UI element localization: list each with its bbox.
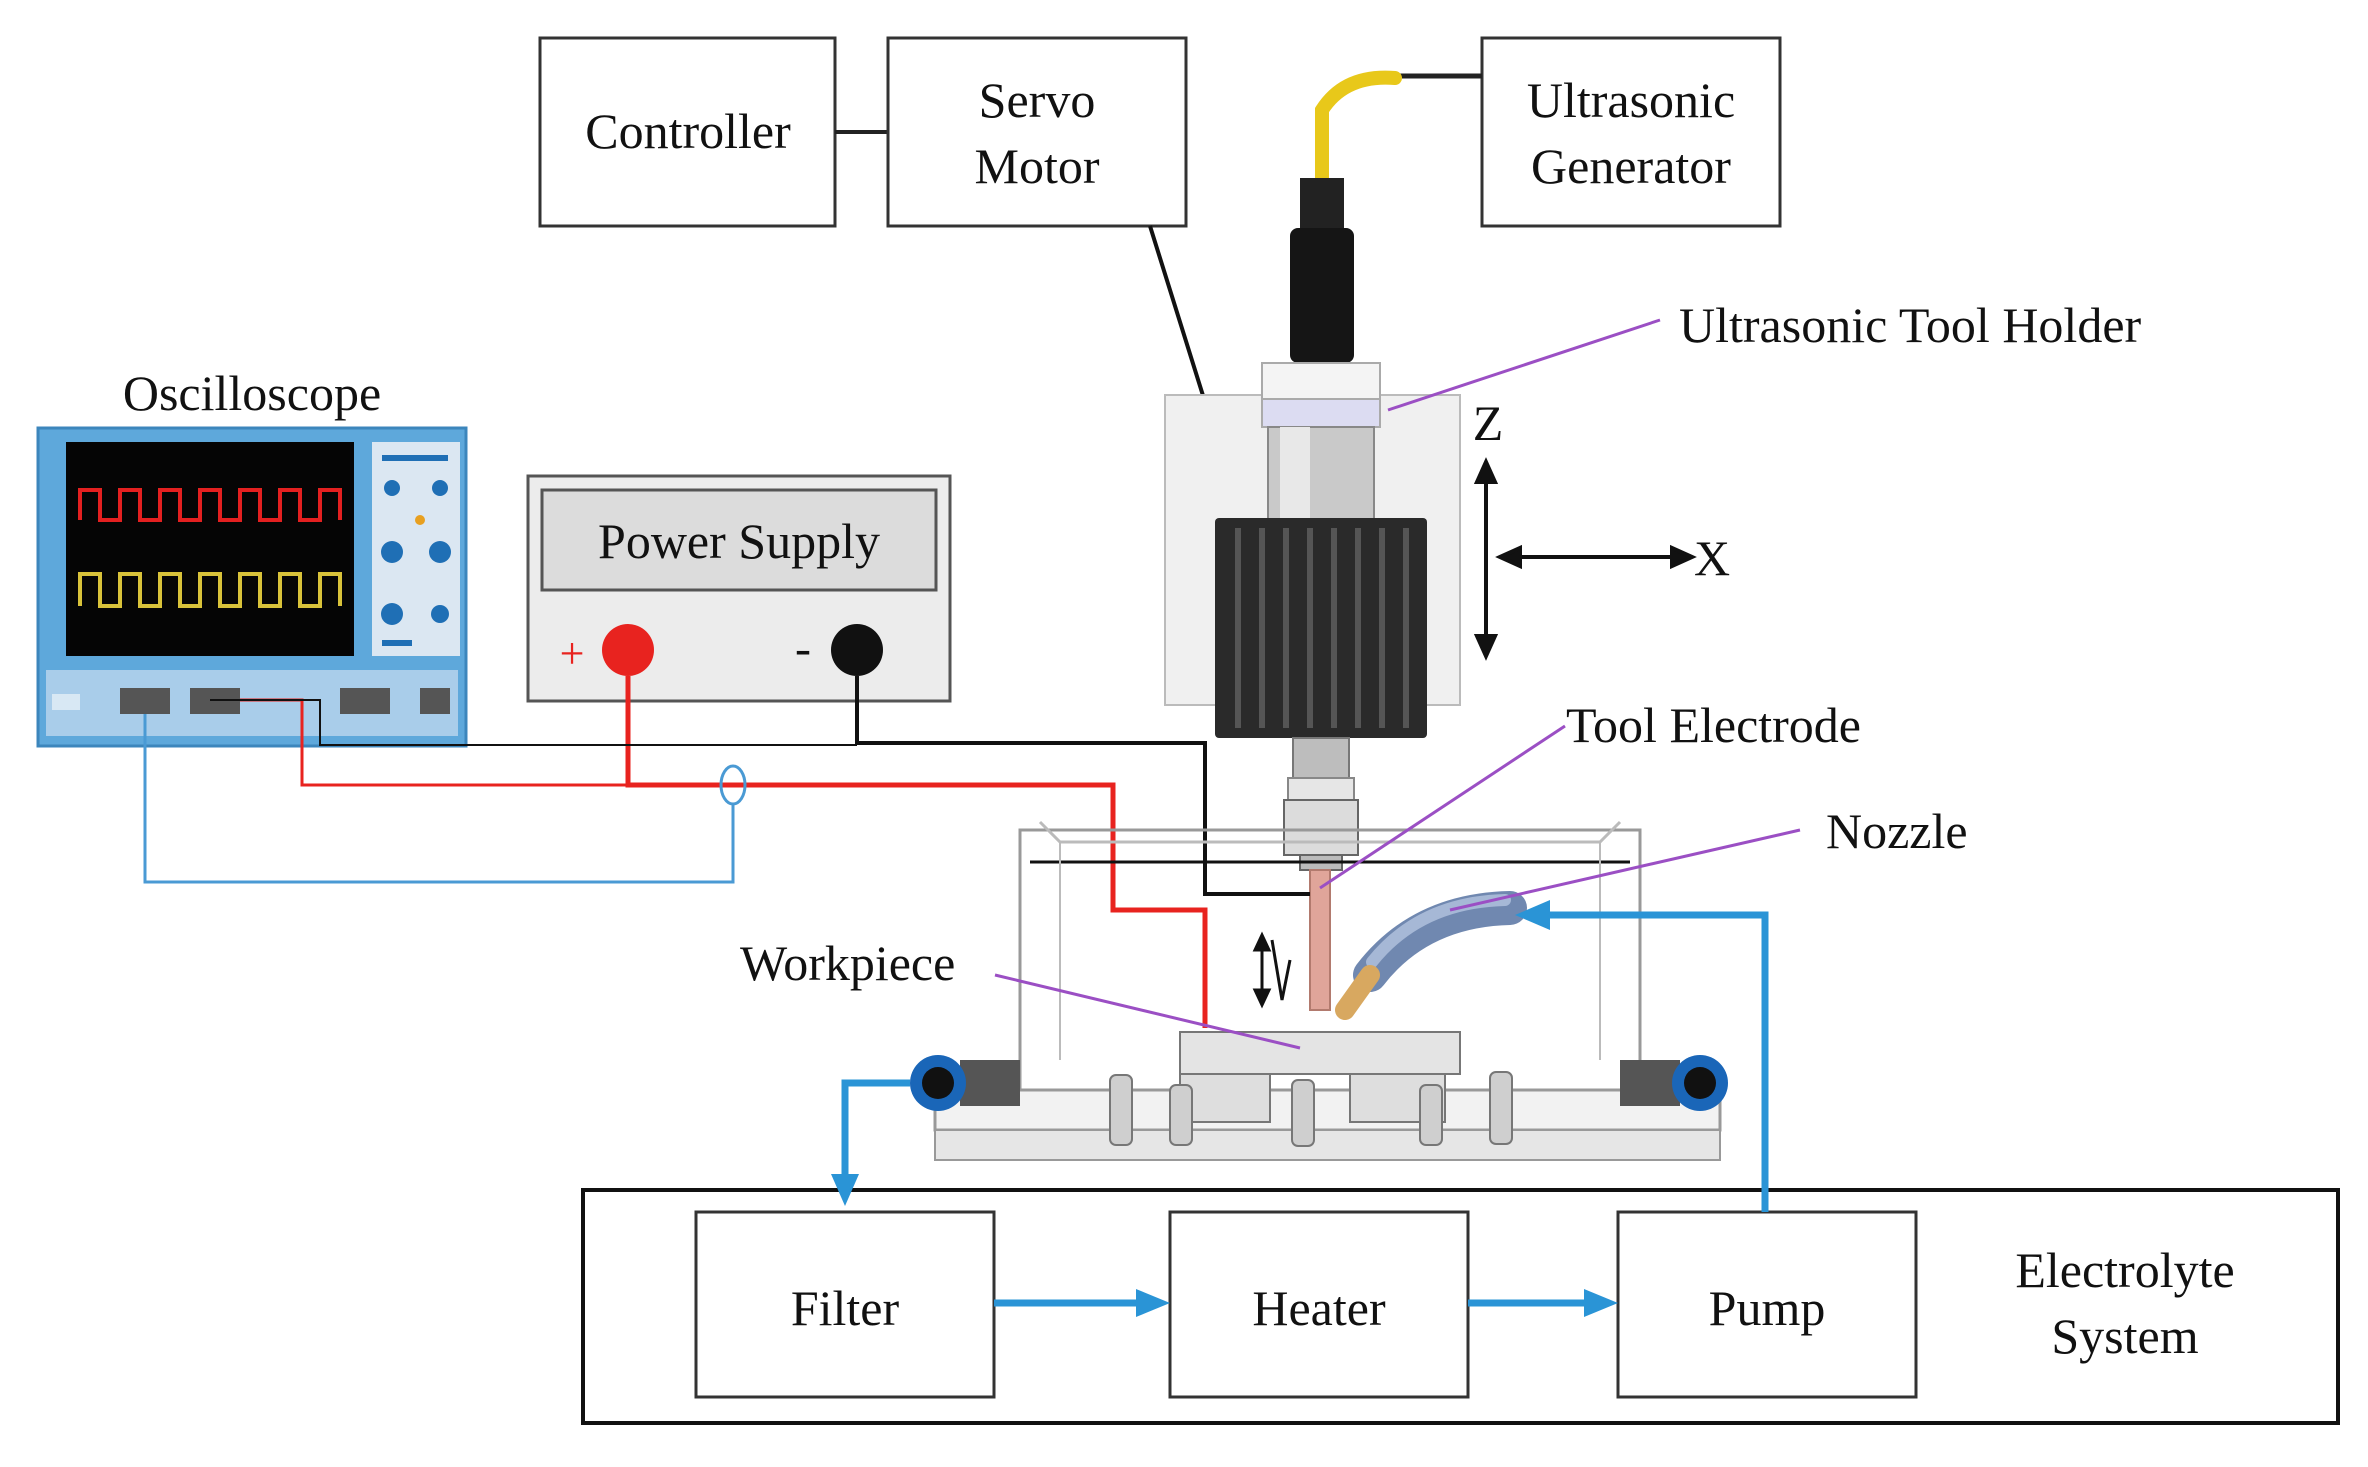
- ultrasonic-generator-label-line1: Ultrasonic: [1527, 72, 1735, 128]
- scope-probe-black: [210, 699, 857, 746]
- electrolyte-system-label-line1: Electrolyte: [2015, 1242, 2234, 1298]
- filter-box: Filter: [694, 1210, 996, 1399]
- heater-label: Heater: [1252, 1280, 1386, 1336]
- axis-x-label: X: [1694, 530, 1730, 586]
- servo-motor-box: Servo Motor: [886, 36, 1188, 228]
- controller-label: Controller: [585, 103, 791, 159]
- ultrasonic-tool-holder-label: Ultrasonic Tool Holder: [1679, 297, 2142, 353]
- ultrasonic-generator-box: Ultrasonic Generator: [1480, 36, 1782, 228]
- positive-terminal: [602, 624, 654, 676]
- scope-trace-yellow: [78, 572, 342, 608]
- current-probe-wire: [143, 714, 735, 884]
- workpiece-label: Workpiece: [740, 935, 955, 991]
- electrolyte-system-box: [581, 1188, 2340, 1425]
- tool-electrode-icon: [1309, 869, 1331, 1011]
- generator-cable-yellow: [1315, 70, 1402, 185]
- controller-box: Controller: [538, 36, 837, 228]
- work-tank-icon: [933, 820, 1722, 1161]
- nozzle-label: Nozzle: [1826, 803, 1968, 859]
- oscilloscope-label: Oscilloscope: [123, 365, 381, 421]
- electrolyte-flow-arrows: [831, 900, 1769, 1317]
- servo-motor-label-line2: Motor: [975, 138, 1100, 194]
- power-supply-label: Power Supply: [598, 513, 880, 569]
- nozzle-icon: [1335, 891, 1527, 1020]
- vibration-arrow: [1252, 931, 1292, 1009]
- connector-icon: [910, 1055, 1728, 1111]
- servo-motor-label-line1: Servo: [979, 72, 1096, 128]
- tool-holder-icon: [1164, 178, 1461, 871]
- electrolyte-system-label-line2: System: [2051, 1308, 2198, 1364]
- axis-arrows: [1473, 457, 1697, 661]
- pump-box: Pump: [1616, 1210, 1918, 1399]
- oscilloscope-icon: [36, 426, 468, 748]
- tool-electrode-label: Tool Electrode: [1566, 697, 1861, 753]
- axis-z-label: Z: [1473, 395, 1504, 451]
- pump-label: Pump: [1709, 1280, 1826, 1336]
- power-supply-box: Power Supply + -: [526, 474, 952, 703]
- positive-wire: [625, 676, 1208, 1028]
- scope-trace-red: [78, 488, 342, 522]
- heater-box: Heater: [1168, 1210, 1470, 1399]
- holder-grooves: [1235, 528, 1409, 728]
- plus-terminal-label: +: [560, 629, 585, 678]
- minus-terminal-label: -: [795, 622, 811, 675]
- leader-lines: [994, 318, 1801, 1050]
- negative-wire: [855, 676, 1310, 896]
- ultrasonic-generator-label-line2: Generator: [1531, 138, 1731, 194]
- filter-label: Filter: [791, 1280, 900, 1336]
- negative-terminal: [831, 624, 883, 676]
